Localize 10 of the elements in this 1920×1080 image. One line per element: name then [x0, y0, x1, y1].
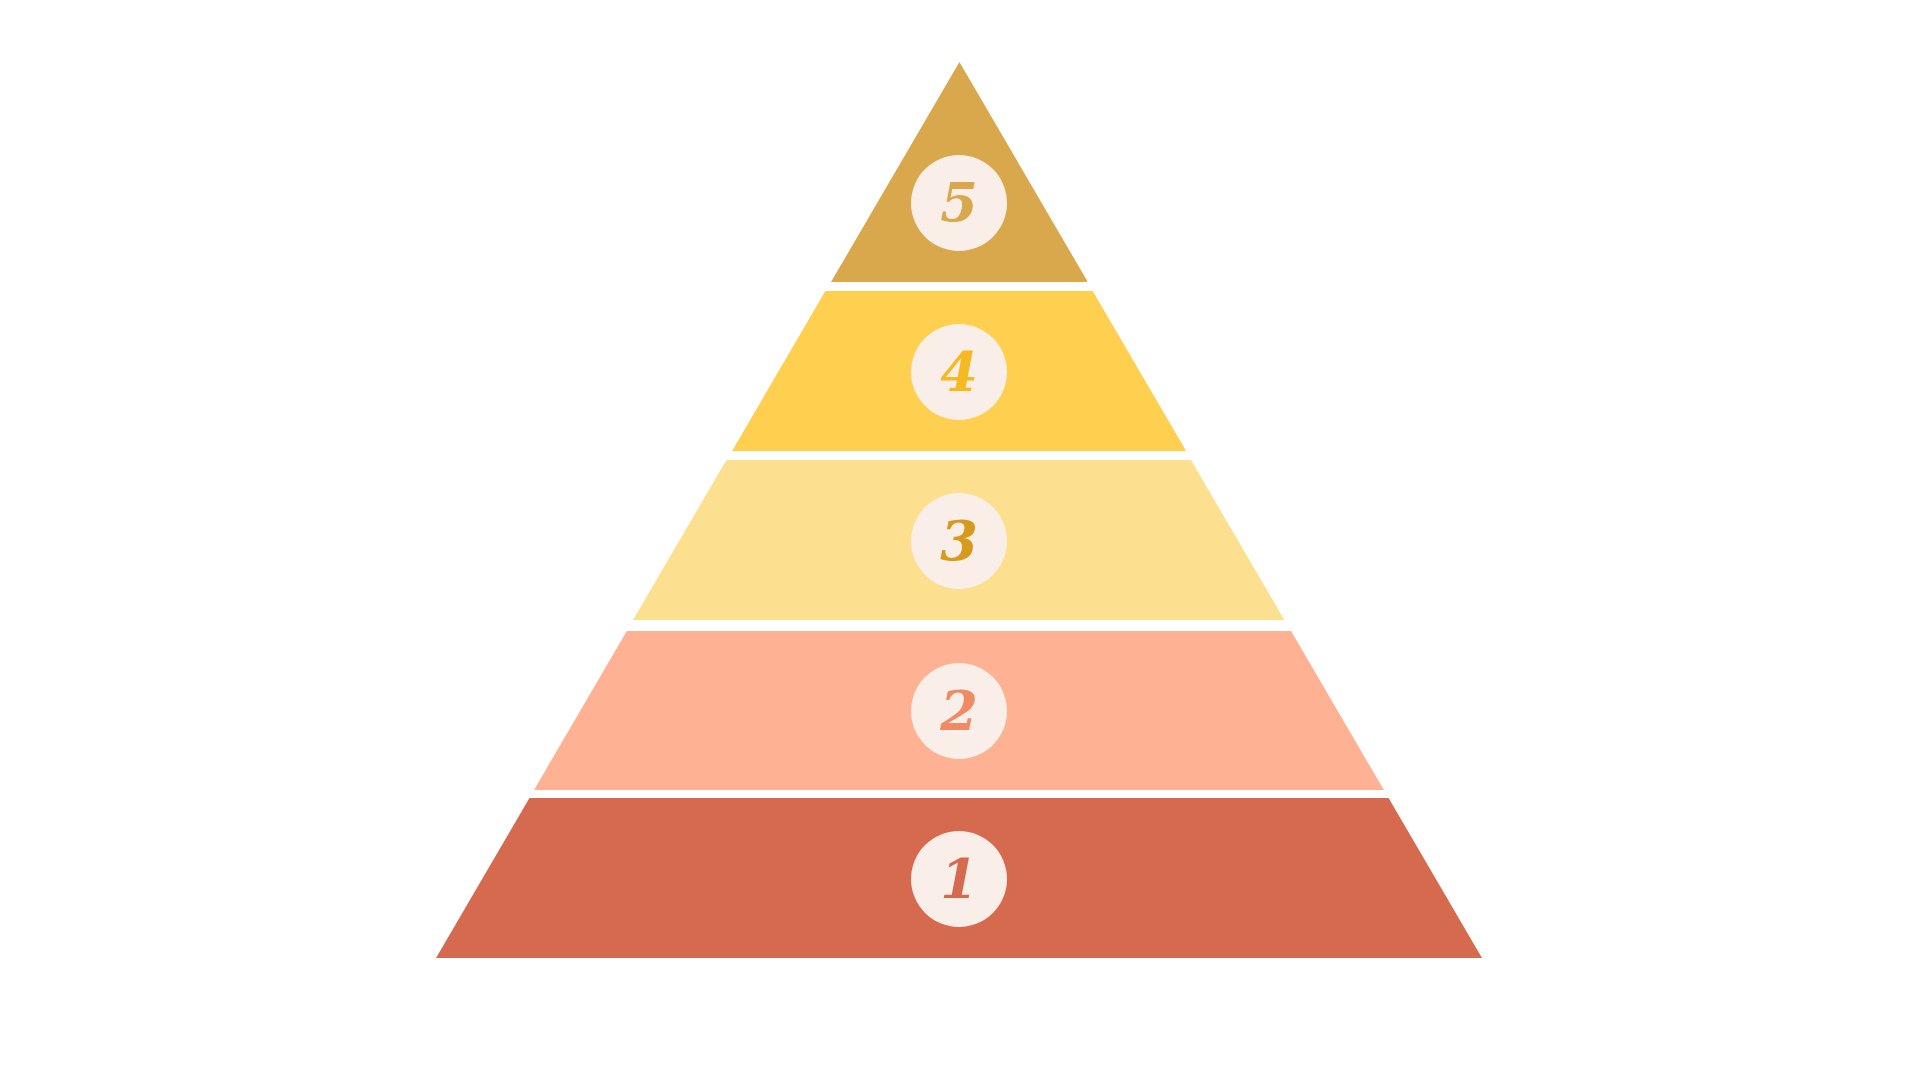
level-number: 3	[940, 514, 978, 568]
level-number: 2	[940, 684, 978, 738]
pyramid-top	[830, 62, 1088, 282]
pyramid-level	[633, 460, 1285, 620]
level-number: 4	[940, 345, 978, 399]
pyramid-level	[534, 631, 1384, 790]
level-number: 1	[940, 852, 978, 906]
level-number: 5	[940, 176, 978, 230]
pyramid-level	[436, 798, 1482, 958]
pyramid-level	[731, 291, 1187, 451]
